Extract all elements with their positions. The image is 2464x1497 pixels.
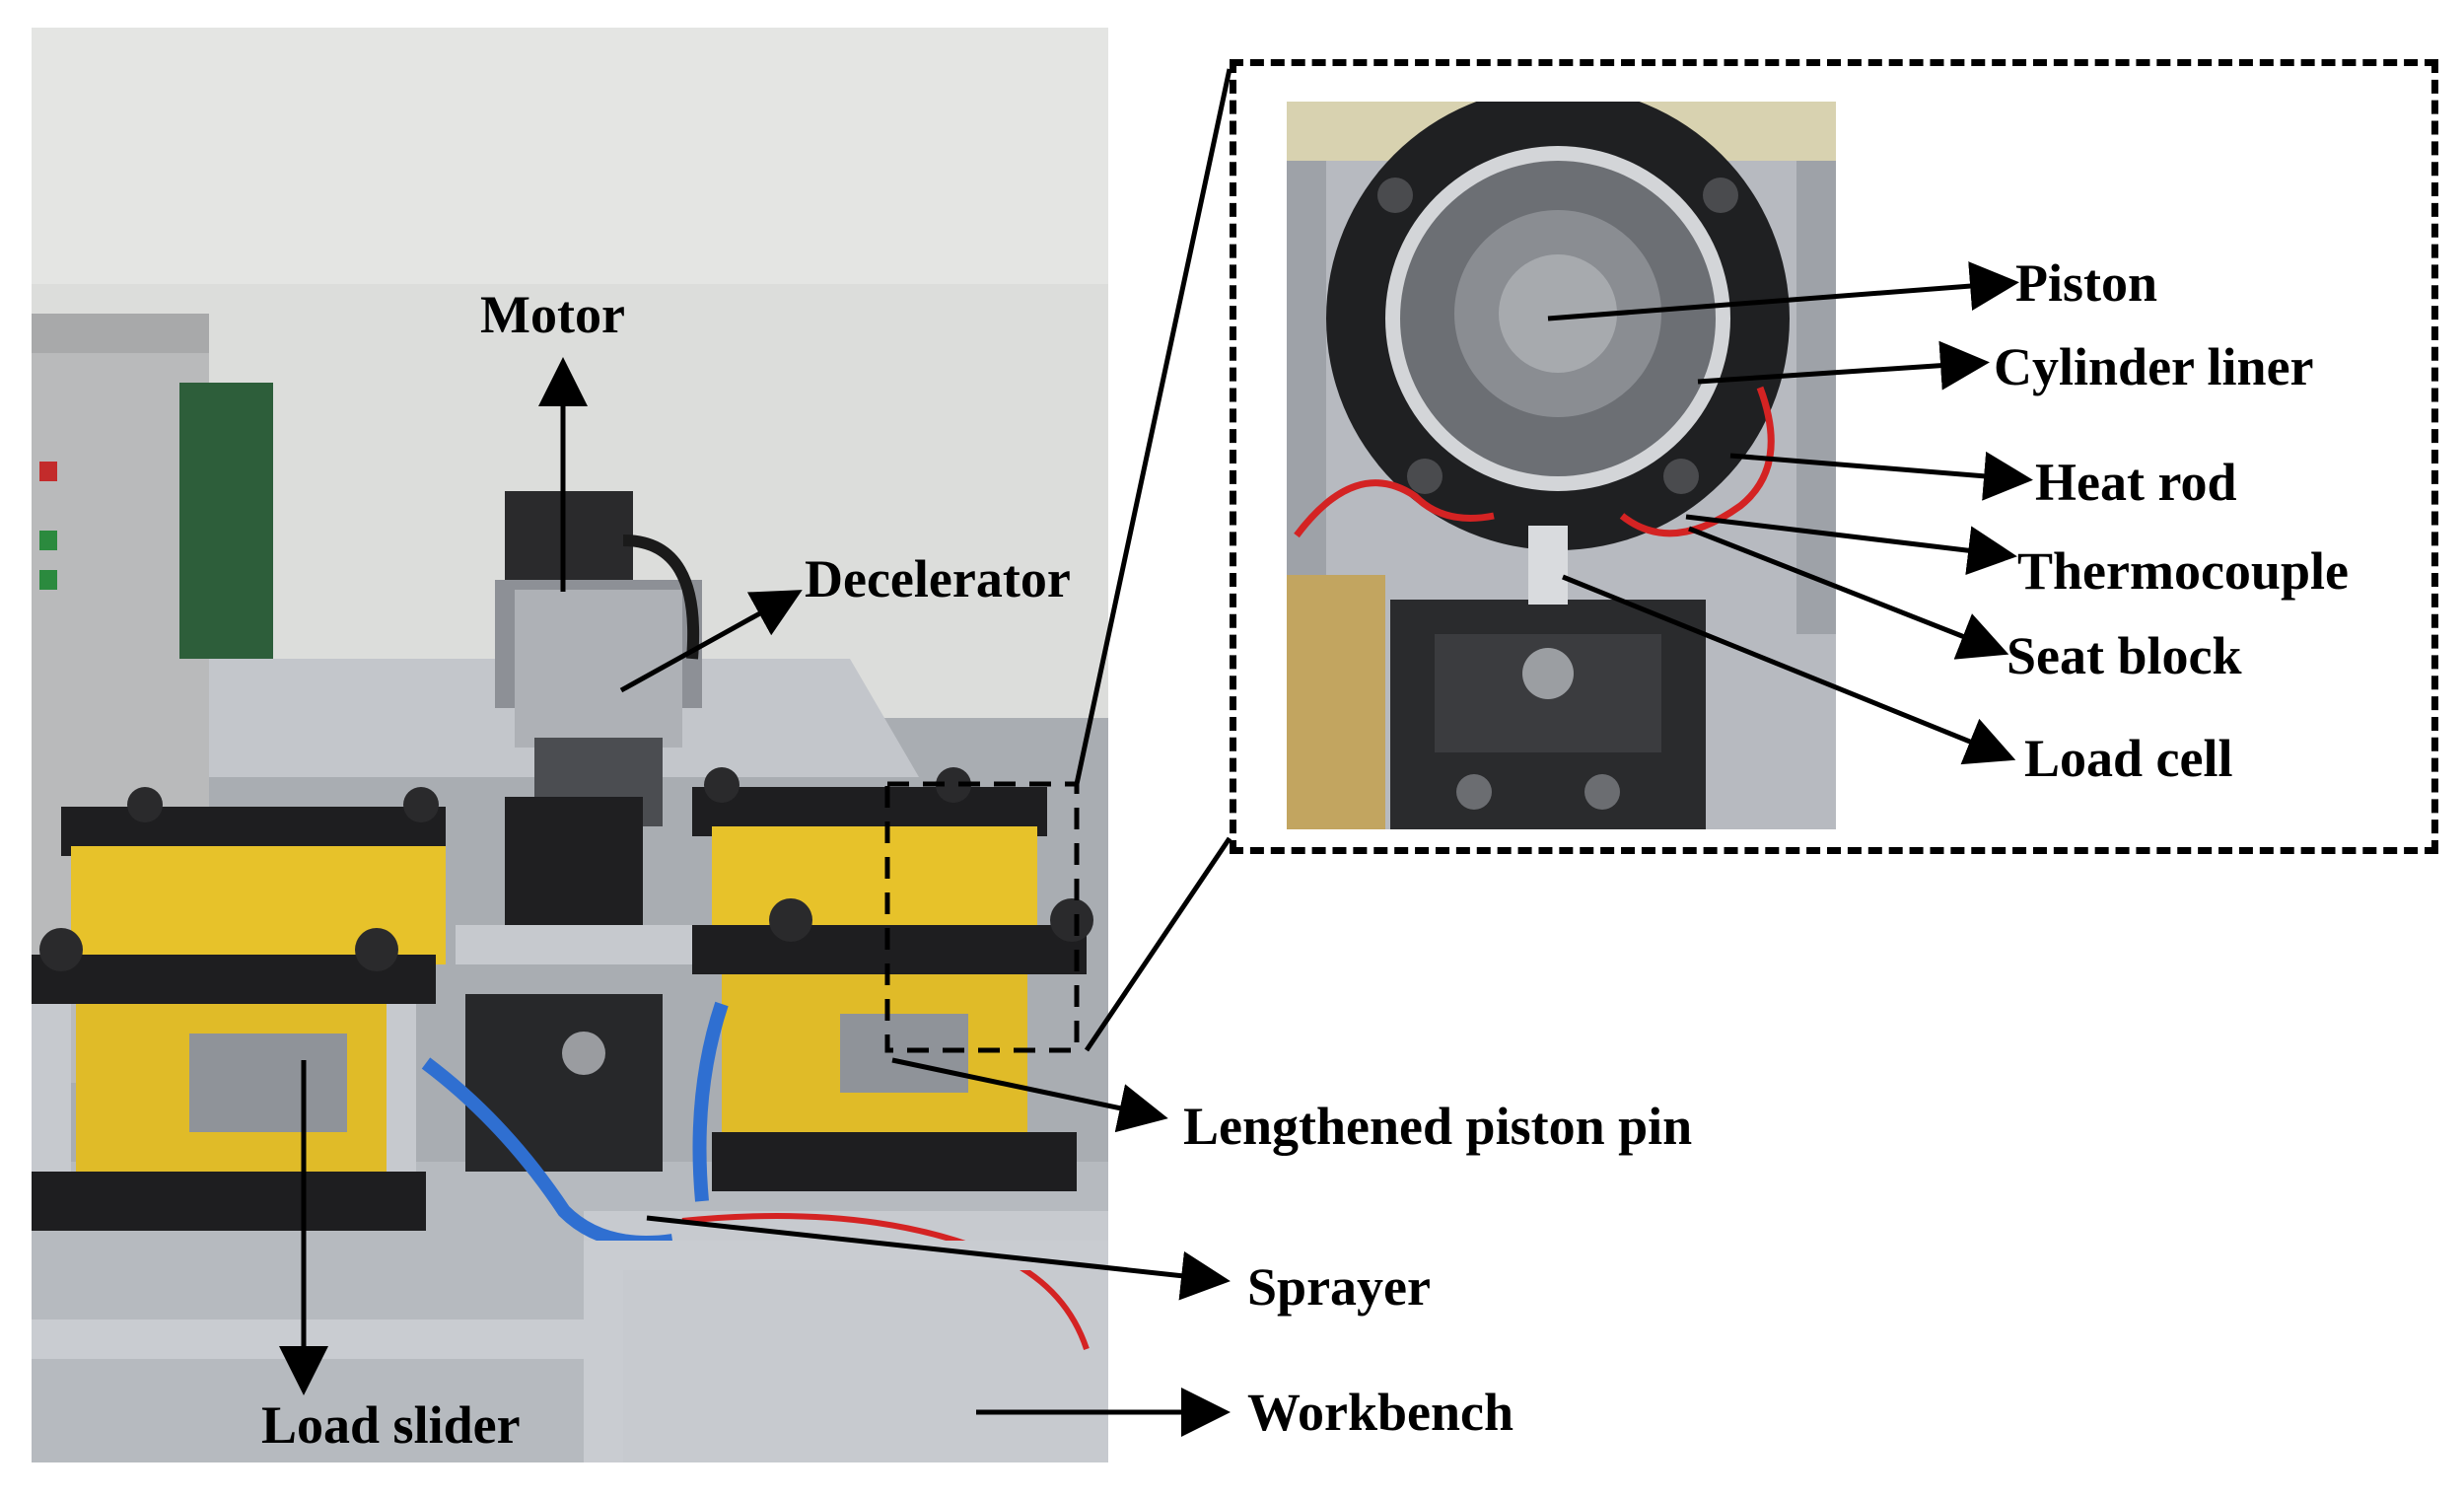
label-piston: Piston [2015, 253, 2158, 313]
inset-illustration [1287, 102, 1836, 829]
label-decelerator: Decelerator [805, 549, 1071, 608]
inset-photo [1287, 102, 1836, 829]
label-cylinder-liner: Cylinder liner [1994, 337, 2314, 396]
label-seat-block: Seat block [2006, 626, 2242, 685]
right-load-box [712, 826, 1037, 935]
label-load-slider: Load slider [261, 1395, 521, 1455]
blue-hose-right [692, 1001, 729, 1202]
label-thermocouple: Thermocouple [2017, 541, 2349, 601]
label-workbench: Workbench [1247, 1383, 1514, 1442]
test-rig-illustration [32, 28, 1108, 1462]
label-load-cell: Load cell [2024, 729, 2233, 788]
center-seat-block [465, 994, 663, 1172]
label-lengthened-piston-pin: Lengthened piston pin [1183, 1097, 1693, 1156]
label-motor: Motor [480, 285, 625, 344]
label-sprayer: Sprayer [1247, 1257, 1431, 1317]
inset-load-cell [1528, 526, 1568, 605]
inset-dashed-frame [1230, 59, 2438, 854]
terminal-strip [179, 383, 273, 659]
decelerator-housing [515, 590, 682, 748]
test-rig-photo [32, 28, 1108, 1462]
label-heat-rod: Heat rod [2035, 453, 2237, 512]
